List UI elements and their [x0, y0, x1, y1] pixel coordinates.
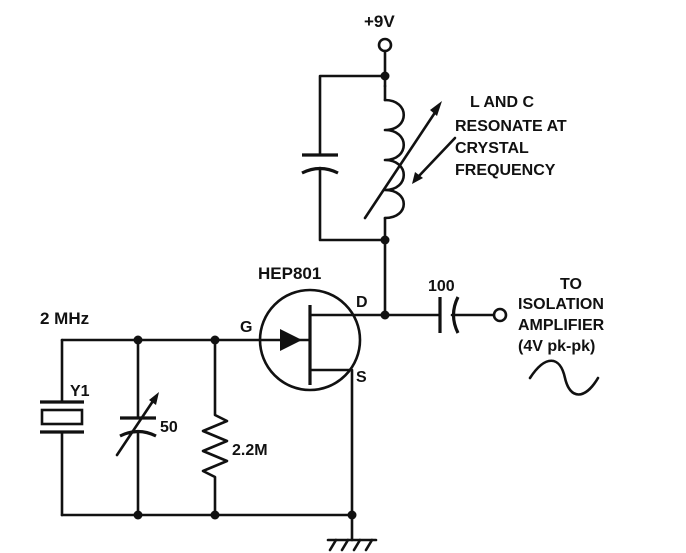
- annotation-arrowhead: [412, 172, 423, 184]
- transistor-part-label: HEP801: [258, 264, 321, 283]
- annotation-arrow-line: [416, 136, 457, 179]
- source-pin-label: S: [356, 369, 367, 386]
- output-terminal: [492, 307, 508, 323]
- crystal-y1-symbol: [40, 338, 84, 517]
- svg-text:FREQUENCY: FREQUENCY: [455, 162, 556, 179]
- jfet-transistor: [213, 288, 387, 517]
- drain-pin-label: D: [356, 294, 368, 311]
- svg-text:L AND C: L AND C: [470, 94, 534, 111]
- svg-text:AMPLIFIER: AMPLIFIER: [518, 317, 605, 334]
- svg-text:CRYSTAL: CRYSTAL: [455, 140, 529, 157]
- sine-wave-icon: [528, 359, 600, 396]
- variable-inductor-symbol: [363, 84, 442, 242]
- supply-terminal: [377, 37, 393, 53]
- tank-left-branch: [318, 74, 387, 157]
- output-label: TO ISOLATION AMPLIFIER (4V pk-pk): [518, 276, 605, 355]
- svg-text:ISOLATION: ISOLATION: [518, 296, 604, 313]
- svg-text:TO: TO: [560, 276, 582, 293]
- frequency-label: 2 MHz: [40, 309, 89, 328]
- coupling-cap-label: 100: [428, 278, 455, 295]
- junction-dot-top: [380, 71, 390, 81]
- tank-left-branch-lower: [318, 166, 387, 242]
- tank-capacitor-symbol: [301, 153, 339, 175]
- resistor-symbol: [201, 338, 229, 517]
- tank-note: L AND C RESONATE AT CRYSTAL FREQUENCY: [455, 94, 567, 179]
- trimmer-capacitor-symbol: [115, 338, 159, 517]
- supply-label: +9V: [364, 12, 395, 31]
- svg-text:RESONATE AT: RESONATE AT: [455, 118, 567, 135]
- gate-pin-label: G: [240, 319, 252, 336]
- trimmer-label: 50: [160, 419, 178, 436]
- resistor-label: 2.2M: [232, 442, 268, 459]
- svg-text:(4V pk-pk): (4V pk-pk): [518, 338, 595, 355]
- crystal-label: Y1: [70, 383, 90, 400]
- ground-symbol: [326, 513, 378, 552]
